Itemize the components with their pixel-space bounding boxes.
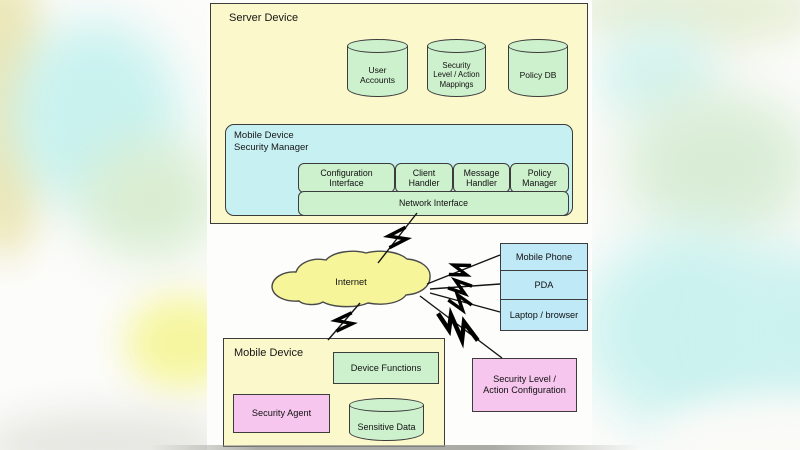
client-stack: Mobile Phone PDA Laptop / browser xyxy=(500,243,588,332)
lightning-bolt-config xyxy=(436,306,480,349)
cylinder-top xyxy=(349,398,424,412)
lightning-bolt-mobile-device xyxy=(330,311,358,333)
mobile-device-title: Mobile Device xyxy=(234,347,304,359)
bg-blob xyxy=(622,90,800,240)
db-sensitive-data: Sensitive Data xyxy=(349,398,424,441)
module-message-handler: Message Handler xyxy=(453,163,510,193)
db-user-accounts: User Accounts xyxy=(347,39,408,97)
cylinder-top xyxy=(347,39,408,53)
db-security-level-action-mappings: Security Level / Action Mappings xyxy=(427,39,486,97)
module-network-interface: Network Interface xyxy=(298,191,569,216)
module-client-handler: Client Handler xyxy=(395,163,453,193)
lightning-bolt-server-internet xyxy=(382,225,413,250)
cylinder-top xyxy=(427,39,486,53)
internet-label: Internet xyxy=(335,277,367,287)
db-user-accounts-label: User Accounts xyxy=(360,65,395,85)
client-box-laptop-browser: Laptop / browser xyxy=(500,299,588,332)
security-manager-box: Mobile Device Security Manager Configura… xyxy=(225,124,573,216)
db-policy: Policy DB xyxy=(508,39,568,97)
bg-blur-right xyxy=(592,0,800,450)
bg-blob xyxy=(125,295,207,390)
client-box-mobile-phone: Mobile Phone xyxy=(500,243,588,271)
bg-blur-left xyxy=(0,0,207,450)
module-policy-manager: Policy Manager xyxy=(510,163,569,193)
module-configuration-interface: Configuration Interface xyxy=(298,163,395,193)
lightning-bolt-pda xyxy=(447,276,473,298)
comm-line-internet-mobile-device xyxy=(327,302,361,341)
bottom-shadow-bar xyxy=(150,445,640,450)
security-level-action-configuration-box: Security Level / Action Configuration xyxy=(472,358,577,412)
security-manager-title: Mobile Device Security Manager xyxy=(234,130,309,153)
comm-line-internet-pda xyxy=(429,283,501,290)
security-agent-box: Security Agent xyxy=(233,394,330,433)
lightning-bolt-laptop xyxy=(447,290,473,315)
db-mappings-label: Security Level / Action Mappings xyxy=(433,61,480,89)
lightning-bolt-mobile-phone xyxy=(448,263,472,277)
device-functions-box: Device Functions xyxy=(333,352,439,384)
bg-blob xyxy=(0,410,207,450)
server-device-title: Server Device xyxy=(229,12,299,24)
cylinder-top xyxy=(508,39,568,53)
comm-line-internet-laptop xyxy=(429,292,501,313)
db-policy-label: Policy DB xyxy=(519,70,557,80)
sensitive-data-label: Sensitive Data xyxy=(357,421,416,432)
client-box-pda: PDA xyxy=(500,269,588,301)
mobile-device-box: Mobile Device Device Functions Security … xyxy=(223,338,445,447)
bg-blob xyxy=(80,140,207,260)
comm-line-internet-mobile-phone xyxy=(426,254,501,285)
